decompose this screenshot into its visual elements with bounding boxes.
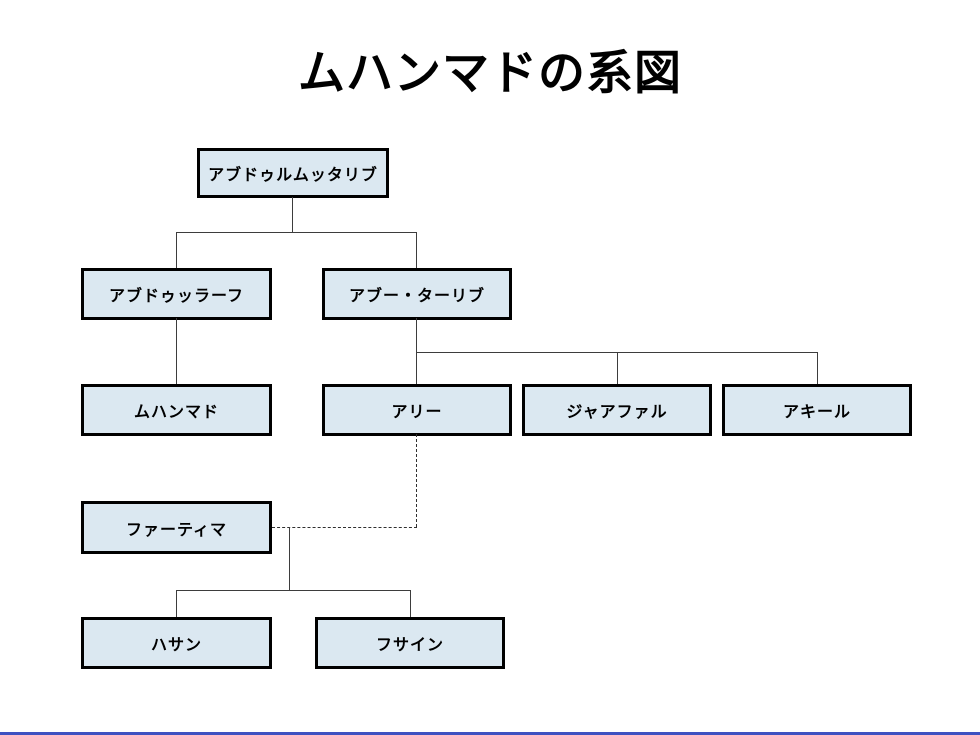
node-ali: アリー xyxy=(322,384,512,436)
node-husayn: フサイン xyxy=(315,617,505,669)
node-aqil: アキール xyxy=(722,384,912,436)
connector-abdulmuttalib-stem xyxy=(292,197,293,232)
connector-to-aqil xyxy=(817,352,818,384)
connector-abdullah-muhammad xyxy=(176,318,177,384)
node-muhammad: ムハンマド xyxy=(81,384,272,436)
connector-to-abdullah xyxy=(176,232,177,268)
node-abu-talib: アブー・ターリブ xyxy=(322,268,512,320)
node-abdul-muttalib: アブドゥルムッタリブ xyxy=(197,148,389,198)
connector-children-bar xyxy=(176,590,411,591)
footer-accent-line xyxy=(0,732,980,735)
connector-to-husayn xyxy=(410,590,411,617)
node-hasan: ハサン xyxy=(81,617,272,669)
marriage-line-ali-drop xyxy=(416,434,417,527)
connector-to-hasan xyxy=(176,590,177,617)
marriage-line-to-fatima xyxy=(272,527,417,528)
connector-to-jafar xyxy=(617,352,618,384)
connector-gen1-bar xyxy=(176,232,417,233)
slide-title: ムハンマドの系図 xyxy=(298,46,682,101)
node-jafar: ジャアファル xyxy=(522,384,712,436)
connector-marriage-children xyxy=(289,527,290,590)
node-abdullah: アブドゥッラーフ xyxy=(81,268,272,320)
connector-abutalib-stem xyxy=(416,318,417,352)
connector-to-ali xyxy=(416,352,417,384)
node-fatima: ファーティマ xyxy=(81,501,272,554)
connector-to-abutalib xyxy=(416,232,417,268)
